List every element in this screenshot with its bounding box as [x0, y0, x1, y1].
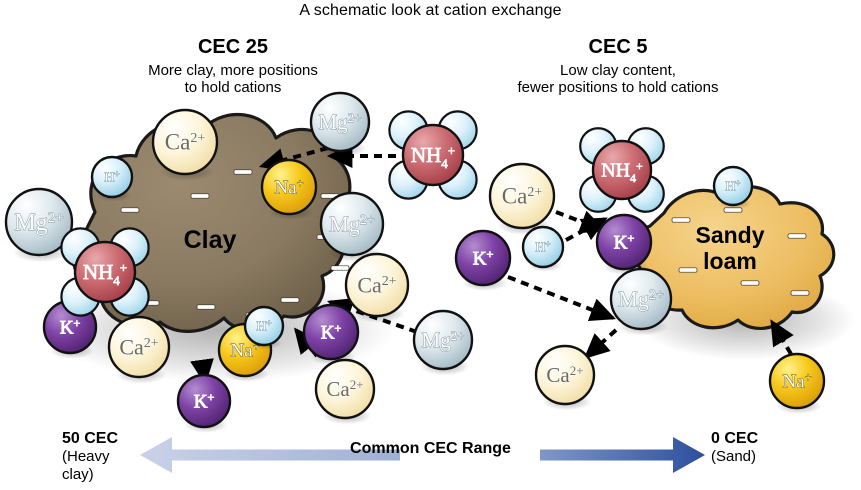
range-left-note1: (Heavy	[62, 448, 110, 466]
clay-label: Clay	[184, 226, 237, 254]
sandy-loam-label-line1: Sandy	[695, 222, 764, 248]
clay-charge-site	[196, 304, 216, 310]
ion-ca-clay-far[interactable]: Ca2+	[314, 358, 376, 425]
sandy-charge-site	[671, 217, 691, 223]
arrow-mg-to-clay	[258, 146, 329, 172]
range-arrow-right	[540, 437, 705, 473]
range-right-note1: (Sand)	[711, 448, 757, 466]
clay-charge-site	[120, 207, 140, 213]
ion-ca-clay-bottom[interactable]: Ca2+	[107, 315, 171, 384]
cec25-line1: More clay, more positions	[148, 61, 318, 79]
ion-h-sand[interactable]: H+	[712, 165, 754, 210]
cec5-line2: fewer positions to hold cations	[517, 79, 719, 97]
sandy-charge-site	[740, 280, 760, 286]
sandy-charge-site	[787, 233, 807, 239]
ion-label: Na+	[275, 176, 304, 198]
arrow-h-to-sand	[565, 217, 608, 242]
range-label-right: 0 CEC (Sand)	[711, 430, 758, 466]
ion-label: Na+	[783, 370, 812, 392]
cec25-line2: to hold cations	[184, 79, 282, 97]
cec5-line1: Low clay content,	[560, 61, 676, 79]
ion-mg-float-right[interactable]: Mg2+	[412, 309, 474, 376]
column-heading-cec5: CEC 5 Low clay content, fewer positions …	[428, 36, 808, 97]
ion-spheres: Mg2+H+Ca2+Na+Mg2+Ca2+K+Ca2+Na+H+K+K+Ca2+…	[4, 91, 826, 433]
ion-ca-sand-free[interactable]: Ca2+	[534, 344, 596, 411]
range-arrow-left	[140, 437, 400, 473]
ion-ca-clay-right[interactable]: Ca2+	[344, 252, 410, 323]
arrow-k-to-sand	[507, 275, 616, 322]
range-left-value: 50 CEC	[62, 430, 119, 447]
cec-range-bar	[140, 437, 705, 473]
column-heading-cec25: CEC 25 More clay, more positions to hold…	[43, 36, 423, 97]
ion-h-clay-1[interactable]: H+	[90, 155, 134, 202]
ion-k-sand[interactable]: K+	[595, 213, 653, 275]
ion-ca-clay-top[interactable]: Ca2+	[151, 108, 219, 182]
range-right-value: 0 CEC	[711, 430, 759, 447]
cec5-heading: CEC 5	[588, 36, 648, 58]
ion-label: K+	[473, 247, 494, 269]
sandy-loam-label-line2: loam	[703, 248, 757, 274]
page-title: A schematic look at cation exchange	[299, 2, 562, 19]
ion-h-mid[interactable]: H+	[521, 225, 565, 272]
sandy-charge-site	[790, 290, 810, 296]
arrow-sand-to-ca	[583, 328, 618, 360]
ion-k-mid[interactable]: K+	[454, 229, 512, 291]
ion-mg-top[interactable]: Mg2+	[309, 91, 371, 158]
arrow-ca-to-sand	[555, 210, 606, 234]
arrow-na-to-sand	[770, 319, 794, 356]
clay-charge-site	[330, 265, 350, 271]
ion-mg-sand[interactable]: Mg2+	[609, 267, 673, 336]
sandy-charge-site	[678, 267, 698, 273]
ion-nh4-clay[interactable]: NH4+	[60, 227, 150, 317]
clay-charge-site	[233, 169, 253, 175]
clay-charge-site	[280, 297, 300, 303]
ion-label: Mg2+	[618, 286, 664, 311]
ion-k-clay-right[interactable]: K+	[302, 303, 360, 365]
ion-mg-left-1[interactable]: Mg2+	[4, 187, 74, 263]
ion-na-clay-1[interactable]: Na+	[260, 158, 318, 220]
range-left-note2: clay)	[62, 465, 94, 483]
range-label-left: 50 CEC (Heavy clay)	[62, 430, 118, 483]
range-center-label: Common CEC Range	[350, 440, 511, 457]
ion-k-clay-released[interactable]: K+	[176, 373, 232, 433]
clay-charge-site	[190, 193, 210, 199]
ion-na-sand-free[interactable]: Na+	[768, 352, 826, 414]
ion-ca-mid[interactable]: Ca2+	[488, 162, 556, 236]
cec25-heading: CEC 25	[197, 36, 269, 58]
ion-nh4-mid[interactable]: NH4+	[388, 110, 478, 200]
ion-nh4-right[interactable]: NH4+	[579, 127, 665, 213]
ion-h-clay-2[interactable]: H+	[243, 305, 285, 350]
ion-mg-clay-right[interactable]: Mg2+	[319, 191, 385, 262]
ion-label: Mg2+	[14, 210, 63, 236]
